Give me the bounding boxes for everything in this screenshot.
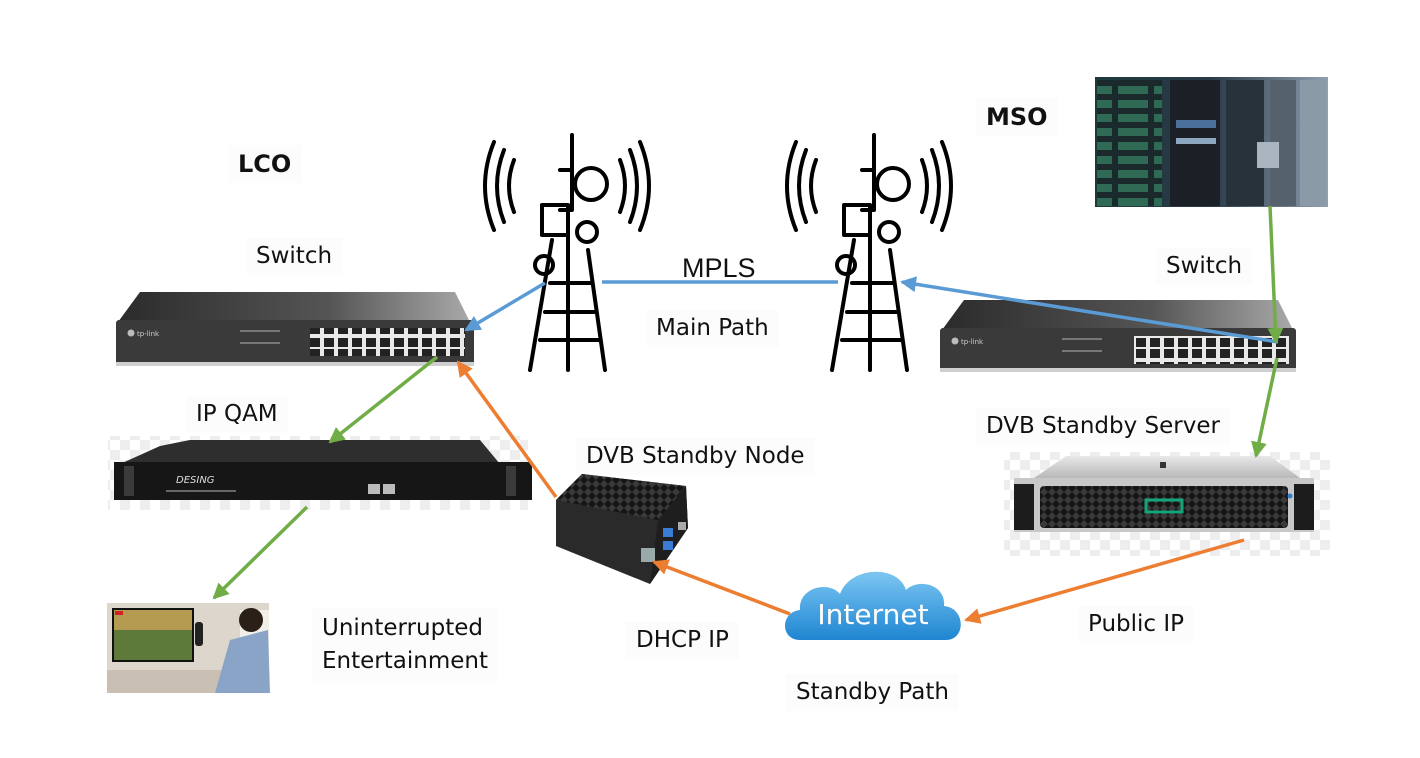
internet-cloud: Internet: [785, 571, 961, 640]
tv-viewer-image: [107, 603, 270, 693]
dvb-standby-node-device: [556, 474, 688, 584]
mso-datacenter-image: [1095, 77, 1328, 207]
main-path-label: Main Path: [646, 310, 779, 347]
link-server-to-internet: [964, 538, 1245, 624]
dhcp-ip-label: DHCP IP: [626, 622, 739, 659]
dvb-standby-node-label: DVB Standby Node: [576, 438, 815, 475]
lco-switch-ports: [310, 328, 465, 356]
tp-link-logo-icon: [127, 329, 135, 337]
entertainment-line-1: Uninterrupted: [322, 615, 483, 641]
lco-switch-label: Switch: [246, 238, 343, 275]
link-lco-switch-to-ip-qam: [328, 355, 439, 444]
mso-switch-label: Switch: [1156, 248, 1253, 285]
ethernet-port-icon: [641, 548, 655, 562]
link-mso-switch-to-server: [1251, 357, 1279, 458]
dvb-standby-server-device: [1004, 452, 1330, 556]
entertainment-line-2: Entertainment: [322, 648, 488, 675]
lco-tower-icon: [483, 133, 651, 372]
lco-switch-brand: tp-link: [137, 330, 160, 338]
lco-site-label: LCO: [228, 145, 302, 183]
internet-label: Internet: [817, 598, 928, 631]
lco-switch: tp-link: [116, 292, 474, 366]
entertainment-label: Uninterrupted Entertainment: [312, 608, 498, 683]
tp-link-logo-icon: [951, 337, 959, 345]
mso-tower-icon: [785, 133, 953, 372]
link-node-to-lco-switch: [456, 360, 558, 499]
link-mso-switch-to-mso-tower: [900, 276, 1279, 344]
mso-site-label: MSO: [976, 98, 1058, 136]
mpls-label: MPLS: [682, 253, 756, 283]
mso-switch-brand: tp-link: [961, 338, 984, 346]
link-lco-tower-to-lco-switch: [464, 281, 546, 332]
public-ip-label: Public IP: [1078, 606, 1195, 643]
link-internet-to-node: [652, 559, 791, 616]
standby-path-label: Standby Path: [786, 674, 959, 711]
qam-brand: DESING: [176, 475, 215, 486]
ip-qam-label: IP QAM: [186, 396, 288, 433]
mso-switch: tp-link: [940, 300, 1296, 372]
ip-qam-device: DESING: [108, 436, 532, 510]
link-datacenter-to-mso-switch: [1267, 205, 1284, 344]
link-ip-qam-to-tv: [212, 505, 309, 600]
dvb-standby-server-label: DVB Standby Server: [976, 408, 1230, 445]
